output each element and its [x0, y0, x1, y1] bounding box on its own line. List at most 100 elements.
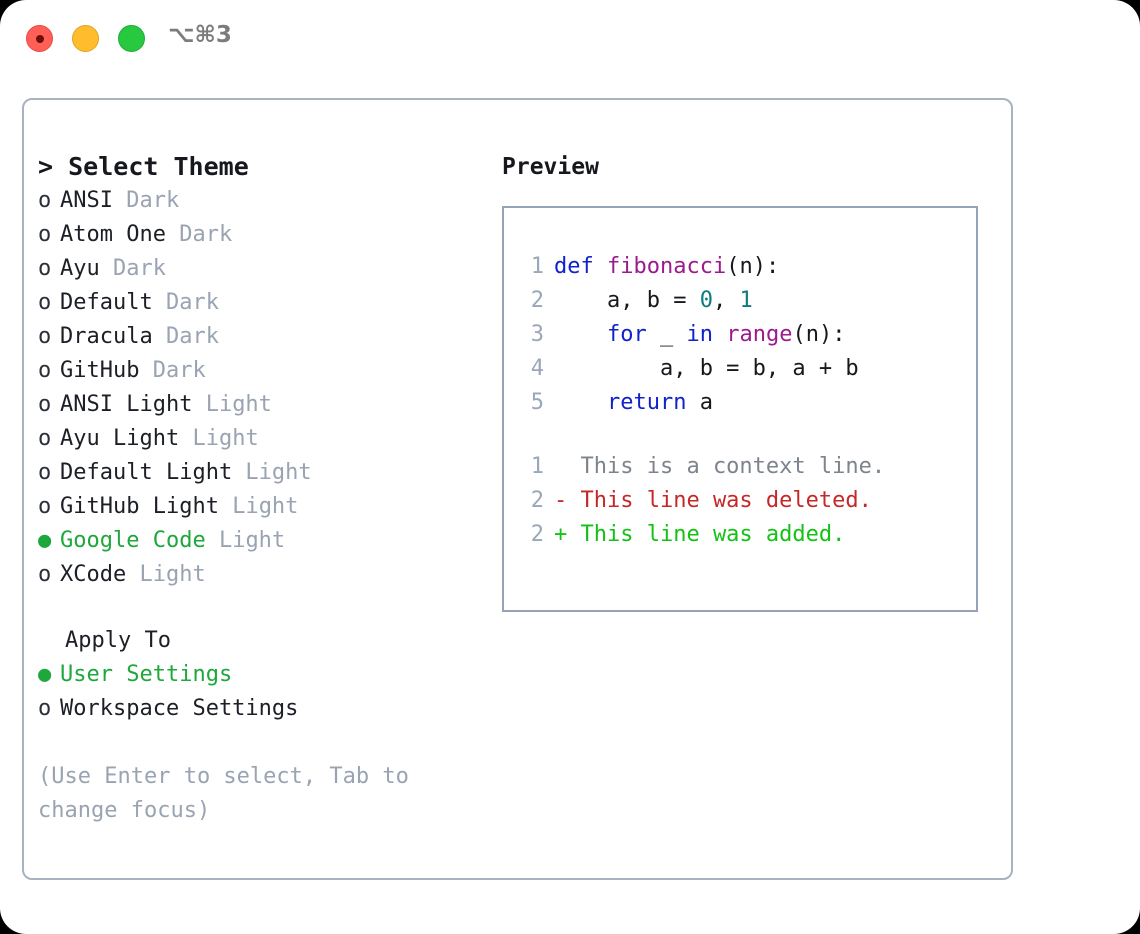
window-controls: [26, 25, 145, 52]
theme-option-label: Default Light: [60, 460, 233, 485]
select-theme-label: Select Theme: [68, 152, 249, 181]
code-token-ctx: This is a context line.: [554, 454, 886, 479]
theme-option-kind: Dark: [139, 358, 206, 383]
theme-option-kind: Dark: [152, 290, 219, 315]
theme-option-kind: Dark: [152, 324, 219, 349]
radio-unselected-icon: o: [38, 460, 52, 485]
apply-to-option-label: User Settings: [60, 662, 233, 687]
code-token-num: 1: [739, 288, 753, 313]
radio-unselected-icon: o: [38, 290, 52, 315]
theme-option-google-code[interactable]: ●Google Code Light: [38, 524, 488, 558]
code-token-del: - This line was deleted.: [554, 488, 872, 513]
radio-selected-icon: ●: [38, 662, 52, 687]
maximize-button[interactable]: [118, 25, 145, 52]
theme-option-default-light[interactable]: o Default Light Light: [38, 456, 488, 490]
code-token-txt: (n):: [726, 254, 780, 279]
line-number: 5: [530, 390, 544, 415]
theme-option-atom-one[interactable]: o Atom One Dark: [38, 218, 488, 252]
code-token-txt: [554, 322, 607, 347]
theme-option-kind: Dark: [112, 188, 180, 213]
prompt-caret-icon: >: [38, 152, 54, 181]
theme-option-label: GitHub Light: [60, 494, 219, 519]
theme-option-label: Atom One: [60, 222, 166, 247]
hint-spacer: [38, 726, 488, 760]
code-line: 2 a, b = 0, 1: [518, 284, 976, 318]
line-number: 3: [530, 322, 544, 347]
line-number: 1: [530, 454, 544, 479]
apply-to-option-workspace-settings[interactable]: o Workspace Settings: [38, 692, 488, 726]
code-token-txt: (n):: [792, 322, 846, 347]
code-token-kw: for: [606, 322, 647, 347]
code-token-kw: return: [606, 390, 687, 415]
radio-unselected-icon: o: [38, 188, 52, 213]
theme-option-kind: Light: [126, 562, 206, 587]
radio-selected-icon: ●: [38, 528, 52, 553]
theme-option-label: XCode: [60, 562, 127, 587]
diff-sample: 1 This is a context line.2- This line wa…: [518, 450, 976, 552]
theme-option-kind: Light: [232, 460, 312, 485]
preview-title: Preview: [502, 154, 599, 180]
apply-to-option-user-settings[interactable]: ● User Settings: [38, 658, 488, 692]
theme-option-kind: Dark: [99, 256, 166, 281]
code-token-txt: a, b =: [554, 288, 700, 313]
radio-unselected-icon: o: [38, 324, 52, 349]
theme-option-dracula[interactable]: o Dracula Dark: [38, 320, 488, 354]
close-button[interactable]: [26, 25, 53, 52]
line-number: 2: [530, 522, 544, 547]
code-line: 4 a, b = b, a + b: [518, 352, 976, 386]
code-line: 1 def fibonacci(n):: [518, 250, 976, 284]
radio-unselected-icon: o: [38, 222, 52, 247]
code-token-add: + This line was added.: [554, 522, 846, 547]
theme-option-label: Dracula: [60, 324, 153, 349]
line-number: 2: [530, 288, 544, 313]
theme-option-label: Ayu: [60, 256, 100, 281]
theme-option-label: ANSI Light: [60, 392, 193, 417]
code-token-fn: range: [726, 322, 793, 347]
theme-option-kind: Light: [179, 426, 259, 451]
apply-to-option-label: Workspace Settings: [60, 696, 299, 721]
code-token-txt: ,: [712, 288, 740, 313]
apply-to-list: ● User Settings o Workspace Settings: [38, 658, 488, 726]
keyboard-shortcut-label: ⌥⌘3: [168, 22, 232, 48]
line-number: 4: [530, 356, 544, 381]
diff-spacer: [518, 420, 976, 450]
theme-option-kind: Light: [205, 528, 286, 553]
diff-line: 1 This is a context line.: [518, 450, 976, 484]
code-token-num: 0: [699, 288, 713, 313]
line-number: 1: [530, 254, 544, 279]
recording-indicator-icon: [35, 34, 44, 43]
theme-option-label: ANSI: [60, 188, 113, 213]
code-token-txt: [713, 322, 726, 347]
theme-option-kind: Dark: [165, 222, 233, 247]
theme-option-ayu[interactable]: o Ayu Dark: [38, 252, 488, 286]
minimize-button[interactable]: [72, 25, 99, 52]
code-token-fn: fibonacci: [606, 254, 727, 279]
code-token-txt: a, b = b, a + b: [554, 356, 859, 381]
radio-unselected-icon: o: [38, 696, 52, 721]
radio-unselected-icon: o: [38, 426, 52, 451]
section-spacer: [38, 592, 488, 624]
radio-unselected-icon: o: [38, 494, 52, 519]
radio-unselected-icon: o: [38, 256, 52, 281]
code-token-kw: in: [686, 322, 713, 347]
diff-line: 2- This line was deleted.: [518, 484, 976, 518]
code-token-txt: _: [646, 322, 687, 347]
code-line: 3 for _ in range(n):: [518, 318, 976, 352]
theme-option-label: GitHub: [60, 358, 140, 383]
code-token-kw: def: [554, 254, 607, 279]
code-token-txt: a: [686, 390, 713, 415]
theme-option-ansi[interactable]: o ANSI Dark: [38, 184, 488, 218]
keyboard-hint-text: (Use Enter to select, Tab to change focu…: [38, 764, 423, 823]
